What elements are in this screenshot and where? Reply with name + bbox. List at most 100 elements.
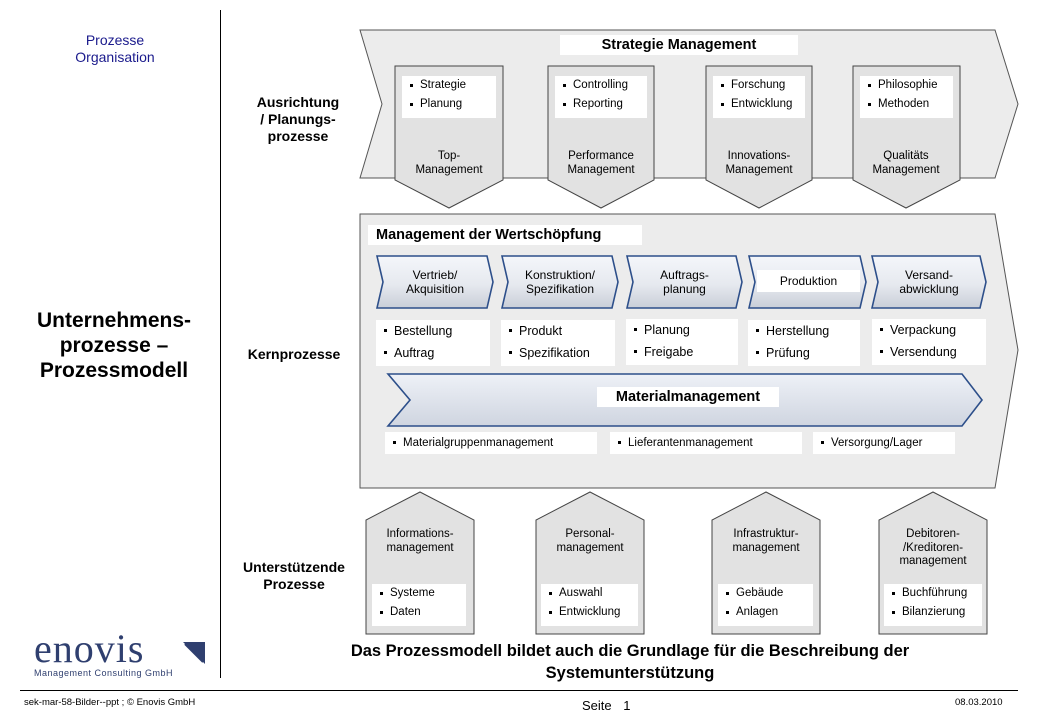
label-line: Top- bbox=[437, 150, 461, 162]
label-line: Informations- bbox=[386, 528, 454, 540]
label-top-management: Top- Management bbox=[395, 150, 503, 177]
label-line: management bbox=[732, 541, 800, 554]
list-item: Buchführung bbox=[884, 584, 982, 603]
conclusion-line2: Systemunterstützung bbox=[545, 664, 715, 682]
step-line: Konstruktion/ bbox=[524, 268, 596, 282]
list-item: Produkt bbox=[501, 320, 615, 342]
header-prozesse-organisation: Prozesse Organisation bbox=[20, 32, 210, 66]
label-line: /Kreditoren- bbox=[902, 541, 964, 554]
step-line: abwicklung bbox=[899, 281, 959, 296]
footer-source: sek-mar-58-Bilder--ppt ; © Enovis GmbH bbox=[24, 697, 196, 708]
list-item: Philosophie bbox=[860, 76, 953, 95]
list-item: Anlagen bbox=[718, 603, 813, 622]
support-informations-items: Systeme Daten bbox=[372, 584, 466, 626]
label-line: Management bbox=[567, 163, 635, 176]
step-konstruktion-items: Produkt Spezifikation bbox=[501, 320, 615, 366]
list-item: Bilanzierung bbox=[884, 603, 982, 622]
label-line: Infrastruktur- bbox=[733, 528, 799, 540]
list-item: Methoden bbox=[860, 95, 953, 114]
list-item: Entwicklung bbox=[541, 603, 638, 622]
label-performance-management: Performance Management bbox=[546, 150, 656, 177]
step-produktion-items: Herstellung Prüfung bbox=[748, 320, 860, 366]
unterstuetzend-line1: Unterstützende bbox=[243, 559, 345, 575]
list-item: Gebäude bbox=[718, 584, 813, 603]
ausrichtung-line3: prozesse bbox=[267, 128, 329, 144]
step-auftragsplanung-label: Auftrags- planung bbox=[633, 268, 736, 296]
conclusion-text: Das Prozessmodell bildet auch die Grundl… bbox=[290, 640, 970, 684]
header-line1: Prozesse bbox=[85, 32, 145, 48]
label-line: Management bbox=[725, 163, 793, 176]
list-item: Verpackung bbox=[872, 319, 986, 341]
logo-mark-icon bbox=[183, 642, 205, 664]
label-line: Management bbox=[415, 163, 483, 176]
step-line: Vertrieb/ bbox=[412, 268, 458, 282]
section-kernprozesse: Kernprozesse bbox=[232, 346, 356, 363]
step-produktion-label: Produktion bbox=[757, 270, 860, 292]
strategie-items-2: Controlling Reporting bbox=[555, 76, 647, 118]
list-item: Planung bbox=[402, 95, 496, 114]
enovis-logo: enovis Management Consulting GmbH bbox=[34, 626, 214, 680]
list-item: Freigabe bbox=[626, 341, 738, 363]
strategie-title: Strategie Management bbox=[560, 35, 798, 55]
page-number: 1 bbox=[623, 698, 631, 713]
list-item: Daten bbox=[372, 603, 466, 622]
section-ausrichtung: Ausrichtung / Planungs- prozesse bbox=[238, 94, 358, 145]
footer-date: 08.03.2010 bbox=[955, 697, 1003, 708]
footer-page: Seite 1 bbox=[582, 698, 631, 713]
page-label: Seite bbox=[582, 698, 612, 713]
step-line: Auftrags- bbox=[660, 268, 709, 282]
label-line: management bbox=[899, 555, 967, 567]
wertschoepfung-title: Management der Wertschöpfung bbox=[368, 225, 642, 245]
step-line: Akquisition bbox=[405, 281, 465, 296]
step-versand-label: Versand- abwicklung bbox=[878, 268, 980, 296]
list-item: Versendung bbox=[872, 341, 986, 363]
label-line: management bbox=[386, 541, 454, 554]
chevron-vertrieb bbox=[375, 255, 494, 309]
page-title: Unternehmens- prozesse – Prozessmodell bbox=[14, 308, 214, 383]
label-line: Debitoren- bbox=[906, 528, 960, 540]
material-item-2: Lieferantenmanagement bbox=[610, 432, 802, 454]
list-item: Spezifikation bbox=[501, 342, 615, 364]
list-item: Reporting bbox=[555, 95, 647, 114]
support-debitoren-items: Buchführung Bilanzierung bbox=[884, 584, 982, 626]
step-vertrieb-label: Vertrieb/ Akquisition bbox=[383, 268, 487, 296]
list-item: Materialgruppenmanagement bbox=[385, 432, 597, 454]
title-line3: Prozessmodell bbox=[39, 359, 189, 382]
list-item: Forschung bbox=[713, 76, 805, 95]
step-auftragsplanung-items: Planung Freigabe bbox=[626, 319, 738, 365]
ausrichtung-line1: Ausrichtung bbox=[256, 94, 340, 110]
material-item-1: Materialgruppenmanagement bbox=[385, 432, 597, 454]
list-item: Prüfung bbox=[748, 342, 860, 364]
footer-divider bbox=[20, 690, 1018, 691]
strategie-items-3: Forschung Entwicklung bbox=[713, 76, 805, 118]
chevron-konstruktion bbox=[500, 255, 619, 309]
strategie-items-1: Strategie Planung bbox=[402, 76, 496, 118]
label-line: Qualitäts bbox=[883, 150, 929, 162]
chevron-versand bbox=[870, 255, 987, 309]
list-item: Versorgung/Lager bbox=[813, 432, 955, 454]
label-line: management bbox=[556, 541, 624, 554]
kern-label: Kernprozesse bbox=[247, 346, 341, 362]
label-line: Performance bbox=[568, 150, 634, 162]
list-item: Controlling bbox=[555, 76, 647, 95]
list-item: Lieferantenmanagement bbox=[610, 432, 802, 454]
list-item: Planung bbox=[626, 319, 738, 341]
label-line: Innovations- bbox=[727, 150, 791, 162]
list-item: Herstellung bbox=[748, 320, 860, 342]
vertical-divider bbox=[220, 10, 221, 678]
label-qualitaets-management: Qualitäts Management bbox=[851, 150, 961, 177]
step-line: Versand- bbox=[904, 268, 954, 282]
support-informations-label: Informations- management bbox=[366, 528, 474, 555]
title-line2: prozesse – bbox=[59, 334, 169, 357]
ausrichtung-line2: / Planungs- bbox=[260, 111, 336, 127]
step-konstruktion-label: Konstruktion/ Spezifikation bbox=[508, 268, 612, 296]
label-line: Management bbox=[872, 163, 940, 176]
logo-subtitle: Management Consulting GmbH bbox=[34, 668, 174, 678]
conclusion-line1: Das Prozessmodell bildet auch die Grundl… bbox=[350, 642, 910, 660]
list-item: Bestellung bbox=[376, 320, 490, 342]
logo-name: enovis bbox=[34, 626, 145, 671]
header-line2: Organisation bbox=[75, 49, 155, 65]
support-personal-label: Personal- management bbox=[536, 528, 644, 555]
list-item: Systeme bbox=[372, 584, 466, 603]
support-infrastruktur-items: Gebäude Anlagen bbox=[718, 584, 813, 626]
